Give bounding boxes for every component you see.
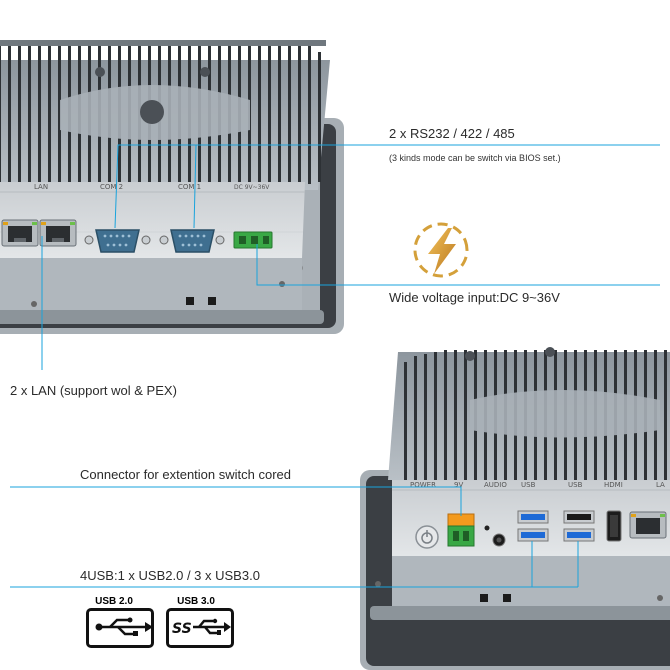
bottom-port-label-power: POWER (410, 481, 436, 489)
bottom-port-label-9v: 9V (454, 481, 463, 489)
audio-jack (492, 533, 506, 547)
top-port-label-lan: LAN (34, 183, 48, 191)
bottom-panel-pc: POWER 9V AUDIO USB USB HDMI LA (360, 347, 670, 670)
switch-connector-terminal (447, 513, 475, 547)
power-button (415, 525, 439, 549)
bottom-lan-port (629, 511, 667, 539)
lan-port-1 (1, 219, 39, 247)
bottom-port-label-lan: LA (656, 481, 665, 489)
callout-line-switch (10, 486, 462, 516)
bottom-port-label-hdmi: HDMI (604, 481, 623, 489)
serial-ports-title: 2 x RS232 / 422 / 485 (389, 126, 515, 141)
bottom-heatsink-screw-1 (465, 351, 475, 361)
usb2-symbol-icon (95, 617, 153, 636)
bottom-frame-edge (370, 606, 670, 620)
callout-line-dc (256, 244, 660, 286)
top-heatsink-screw-2 (200, 67, 210, 77)
top-vent-1 (186, 297, 194, 305)
lightning-icon (413, 222, 469, 278)
lan-port-2 (39, 219, 77, 247)
top-panel-pc: LAN COM 2 COM 1 DC 9V~36V (0, 40, 344, 334)
bottom-vent-2 (503, 594, 511, 602)
usb3-badge-caption: USB 3.0 (177, 596, 215, 607)
top-port-label-com2: COM 2 (100, 183, 123, 191)
usb3-symbol-icon: SS (172, 618, 231, 637)
usb-summary-label: 4USB:1 x USB2.0 / 3 x USB3.0 (80, 568, 260, 583)
top-lower-chassis (0, 258, 302, 310)
top-port-label-dc: DC 9V~36V (234, 184, 270, 191)
usb2-badge (86, 608, 154, 648)
bottom-lower-chassis (392, 556, 670, 608)
top-heatsink-screw-1 (95, 67, 105, 77)
bottom-screw-right (657, 595, 663, 601)
usb2-badge-caption: USB 2.0 (95, 596, 133, 607)
top-port-label-com1: COM 1 (178, 183, 201, 191)
callout-lines (10, 144, 660, 588)
callout-line-com2 (114, 144, 660, 229)
top-heatsink-center-mount (140, 100, 164, 124)
callout-line-com1 (193, 144, 197, 229)
top-screw-left (31, 301, 37, 307)
usb-mixed-port-stack (563, 510, 595, 542)
bottom-heatsink-boss (470, 390, 660, 438)
bottom-vent-1 (480, 594, 488, 602)
top-vent-2 (208, 297, 216, 305)
top-heatsink-edge (0, 40, 326, 46)
bottom-port-label-usb-2: USB (568, 481, 583, 489)
lan-label: 2 x LAN (support wol & PEX) (10, 383, 177, 398)
serial-ports-note: (3 kinds mode can be switch via BIOS set… (389, 153, 561, 163)
usb3-port-stack (517, 510, 549, 542)
bottom-port-label-audio: AUDIO (484, 481, 507, 489)
com1-serial-port (159, 229, 225, 253)
switch-connector-label: Connector for extention switch cored (80, 467, 291, 482)
top-screw-right (279, 281, 285, 287)
hdmi-port (606, 510, 622, 542)
usb3-ss-text: SS (172, 621, 192, 637)
dc-terminal-block (233, 231, 273, 249)
dc-input-label: Wide voltage input:DC 9~36V (389, 290, 560, 305)
bottom-port-label-usb-1: USB (521, 481, 536, 489)
bottom-screw-left (375, 581, 381, 587)
usb3-badge (166, 608, 234, 648)
top-frame-bottom (0, 310, 324, 324)
bottom-heatsink-screw-2 (545, 347, 555, 357)
led-indicator (484, 525, 490, 531)
com2-serial-port (84, 229, 151, 253)
